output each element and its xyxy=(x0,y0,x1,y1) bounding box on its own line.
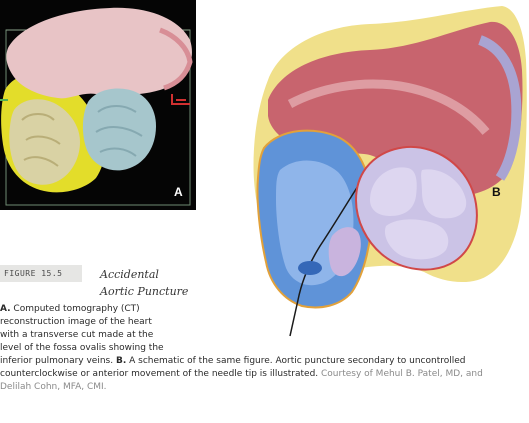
schematic-needle xyxy=(289,185,359,337)
aortic-valve-cusp-right xyxy=(421,169,467,219)
caption-line-6: counterclockwise or anterior movement of… xyxy=(0,368,520,381)
schematic-septum-membrane xyxy=(328,227,361,277)
ct-left-atrium xyxy=(6,7,192,99)
ct-reconstruction-image xyxy=(0,0,196,210)
caption-credit-2: Delilah Cohn, MFA, CMI. xyxy=(0,382,107,392)
schematic-left-atrium xyxy=(268,21,523,197)
caption-line-1: A. Computed tomography (CT) xyxy=(0,303,180,316)
schematic-puncture-site xyxy=(298,261,322,275)
caption-line-4: level of the fossa ovalis showing the xyxy=(0,343,164,353)
caption-line-5: inferior pulmonary veins. B. A schematic… xyxy=(0,355,520,368)
figure-title: Accidental Aortic Puncture xyxy=(100,266,240,300)
caption-b-line-1: A schematic of the same figure. Aortic p… xyxy=(126,356,466,366)
figure-number-label: FIGURE 15.5 xyxy=(0,265,82,282)
caption-a-line-5: inferior pulmonary veins. xyxy=(0,356,116,366)
aortic-valve-cusp-left xyxy=(370,167,417,216)
heart-schematic xyxy=(240,0,529,340)
panel-b-label: B xyxy=(492,185,501,199)
caption-line-2: reconstruction image of the heart xyxy=(0,317,152,327)
ct-red-marker xyxy=(171,94,190,105)
caption-b-marker: B. xyxy=(115,356,127,366)
figure-title-line-2: Aortic Puncture xyxy=(100,285,189,298)
schematic-aortic-valve xyxy=(354,145,478,271)
aortic-valve-cusp-posterior xyxy=(384,219,449,260)
schematic-atrium-highlight xyxy=(287,79,490,135)
figure-title-line-1: Accidental xyxy=(100,268,159,281)
panel-a-label: A xyxy=(174,185,183,199)
caption-line-3: with a transverse cut made at the xyxy=(0,330,154,340)
caption-b-line-2: counterclockwise or anterior movement of… xyxy=(0,369,321,379)
caption-a-marker: A. xyxy=(0,304,11,314)
ct-atrium-edge xyxy=(159,27,193,91)
caption-credit-1: Courtesy of Mehul B. Patel, MD, and xyxy=(321,369,483,379)
schematic-atrium-wall xyxy=(477,35,522,181)
ct-pulmonary-vein xyxy=(9,99,80,185)
caption-a-line-1: Computed tomography (CT) xyxy=(10,304,140,314)
schematic-graphic xyxy=(253,6,527,337)
ct-aorta-texture xyxy=(95,105,143,157)
ct-image-graphic xyxy=(0,0,196,210)
ct-vein-texture xyxy=(21,113,61,167)
figure-caption: A. Computed tomography (CT) reconstructi… xyxy=(0,303,520,394)
